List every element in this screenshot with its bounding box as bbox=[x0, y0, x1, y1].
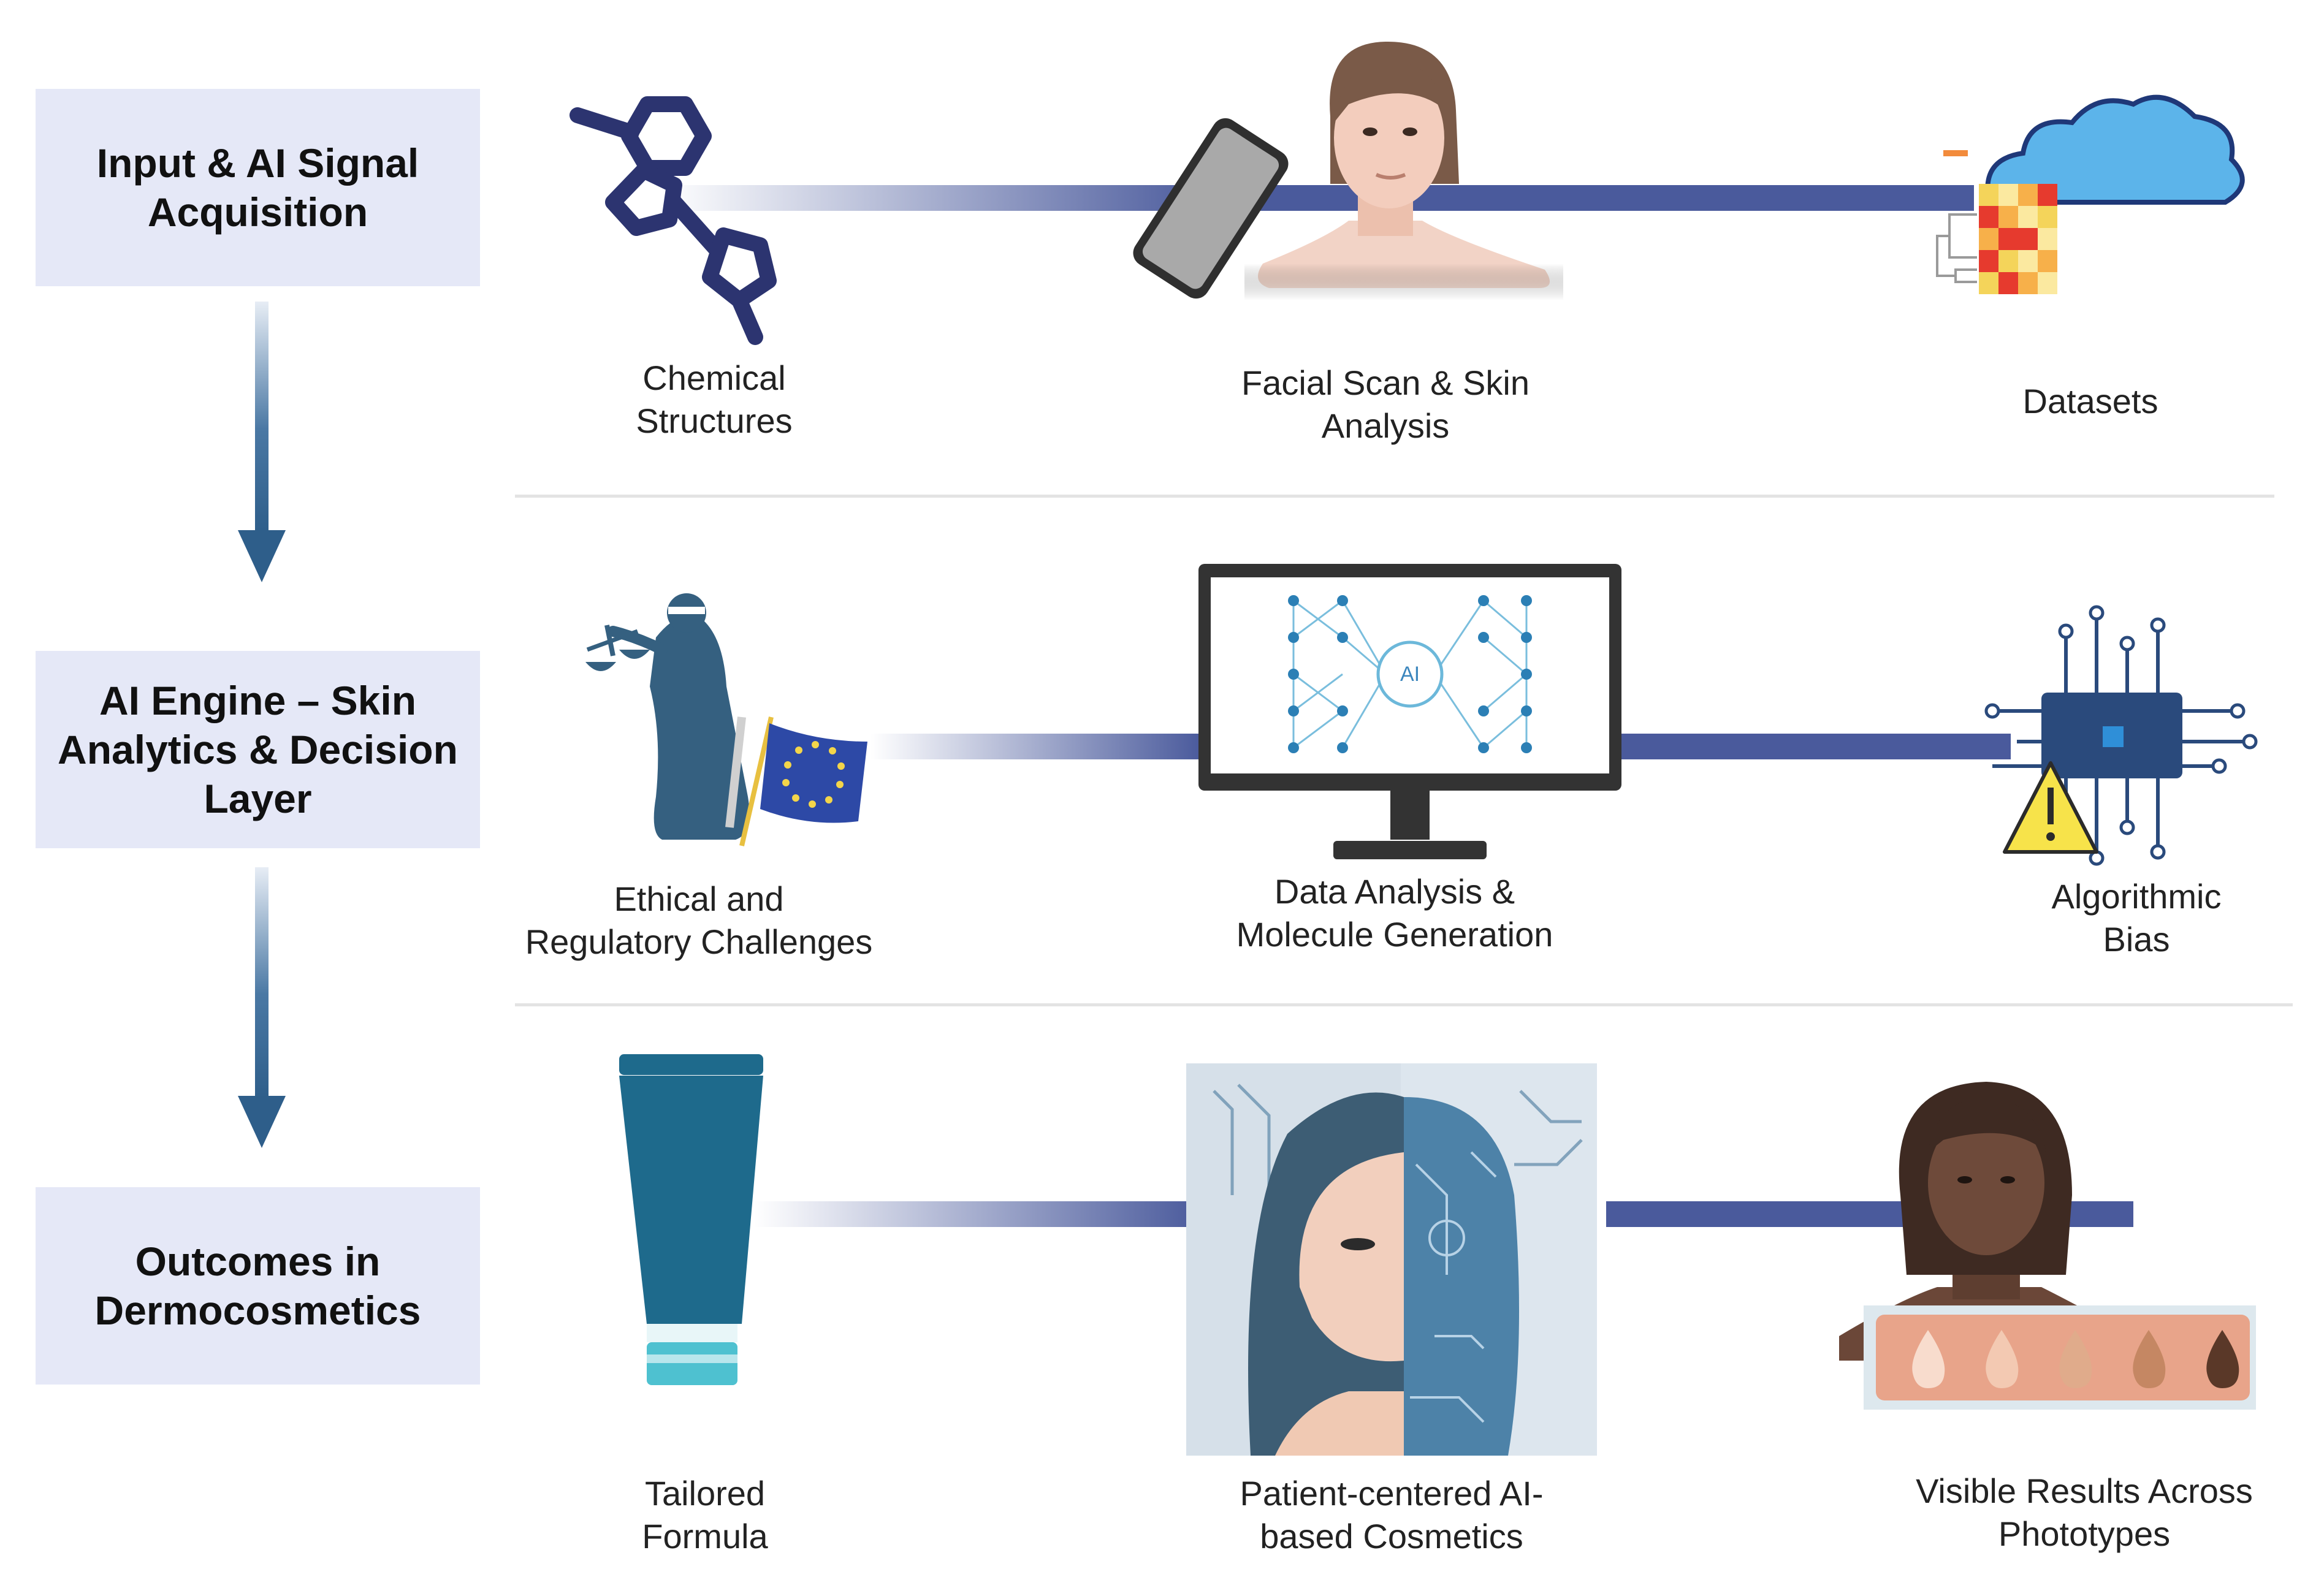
cosmetic-tube-icon bbox=[619, 1054, 763, 1385]
justice-eu-flag-icon bbox=[585, 593, 867, 846]
stage-arrow-1 bbox=[238, 302, 286, 582]
facial-scan-icon bbox=[1133, 41, 1563, 300]
item-label-data-analysis: Data Analysis & Molecule Generation bbox=[1236, 872, 1553, 954]
connector-row1-a bbox=[662, 185, 1214, 211]
chemical-structure-icon bbox=[570, 96, 777, 345]
stage-box-outcomes: Outcomes in Dermocosmetics bbox=[36, 1187, 480, 1385]
stage-label: Input & AI Signal Acquisition bbox=[96, 140, 419, 235]
circuit-chip-warning-icon bbox=[1984, 605, 2258, 866]
item-label-algorithmic-bias: Algorithmic Bias bbox=[2051, 877, 2222, 959]
row-divider-2 bbox=[515, 1003, 2293, 1006]
stage-box-input: Input & AI Signal Acquisition bbox=[36, 89, 480, 286]
item-label-tailored-formula: Tailored Formula bbox=[642, 1474, 768, 1556]
phototype-skin-tones-icon bbox=[1839, 1082, 2256, 1410]
item-label-chemical-structures: Chemical Structures bbox=[636, 359, 793, 440]
row-divider-1 bbox=[515, 495, 2274, 498]
connector-row2-a bbox=[871, 734, 1202, 759]
item-label-facial-scan: Facial Scan & Skin Analysis bbox=[1241, 363, 1530, 445]
connector-row2-b bbox=[1606, 734, 2011, 759]
stage-box-ai-engine: AI Engine – Skin Analytics & Decision La… bbox=[36, 651, 480, 848]
item-label-visible-results: Visible Results Across Phototypes bbox=[1916, 1472, 2253, 1553]
stage-label: Outcomes in Dermocosmetics bbox=[94, 1239, 421, 1333]
stage-label: AI Engine – Skin Analytics & Decision La… bbox=[58, 678, 458, 821]
half-ai-face-icon bbox=[1186, 1063, 1597, 1456]
item-label-patient-centered: Patient-centered AI- based Cosmetics bbox=[1240, 1474, 1544, 1556]
ai-neural-network-monitor-icon bbox=[1198, 564, 1621, 859]
connector-row3-a bbox=[754, 1201, 1202, 1227]
ai-chip-label: AI bbox=[1400, 663, 1420, 686]
item-label-ethical-regulatory: Ethical and Regulatory Challenges bbox=[525, 879, 873, 961]
item-label-datasets: Datasets bbox=[2022, 382, 2158, 420]
datasets-cloud-icon bbox=[1936, 94, 2245, 294]
connector-row1-b bbox=[1214, 185, 1974, 211]
stage-arrow-2 bbox=[238, 867, 286, 1148]
